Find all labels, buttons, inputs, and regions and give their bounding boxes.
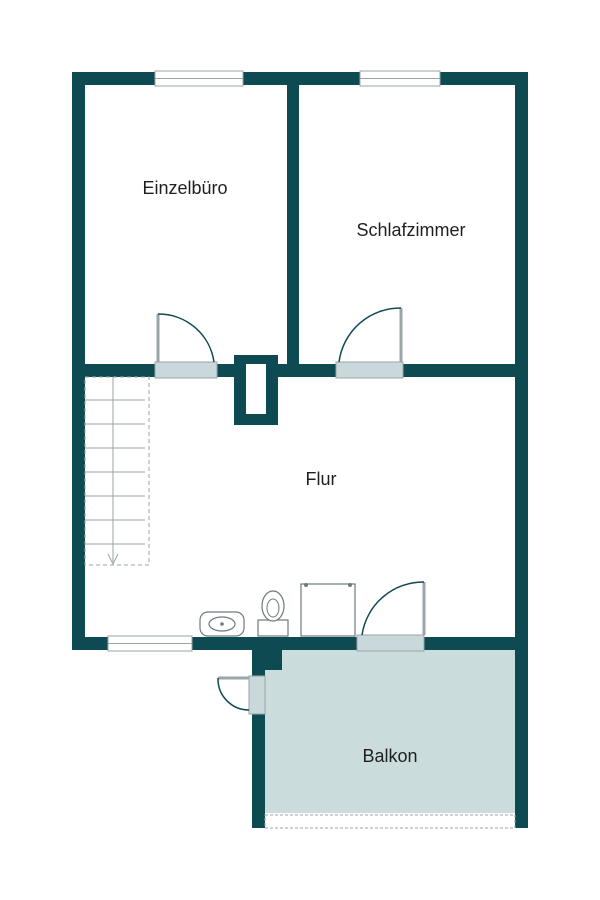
fixtures xyxy=(199,583,356,637)
door-balkon xyxy=(356,581,426,652)
window-schlafzimmer xyxy=(359,70,441,87)
window-balkon xyxy=(264,813,516,830)
wall-top xyxy=(72,72,528,85)
staircase xyxy=(84,376,150,566)
window-flur xyxy=(107,635,193,652)
room-label-balkon: Balkon xyxy=(362,746,417,766)
wall-balcony-left xyxy=(252,645,265,828)
door-schlafzimmer xyxy=(335,307,404,379)
wall-divider-rooms xyxy=(287,72,299,377)
chimney-gap xyxy=(246,364,266,377)
appliance xyxy=(300,583,356,637)
room-label-flur: Flur xyxy=(306,469,337,489)
chimney-flue xyxy=(246,370,266,414)
door-side xyxy=(217,675,266,715)
doors xyxy=(154,307,426,715)
sink xyxy=(199,611,245,637)
wall-post xyxy=(252,645,282,670)
room-label-schlafzimmer: Schlafzimmer xyxy=(356,220,465,240)
wall-rooms-hall xyxy=(72,364,528,377)
toilet xyxy=(257,590,289,637)
wall-left xyxy=(72,72,85,650)
room-label-einzelbuero: Einzelbüro xyxy=(142,178,227,198)
balcony-floor xyxy=(265,648,517,818)
window-einzelbuero xyxy=(154,70,244,87)
wall-right xyxy=(515,72,528,828)
windows xyxy=(107,70,516,830)
door-einzelbuero xyxy=(154,313,218,379)
